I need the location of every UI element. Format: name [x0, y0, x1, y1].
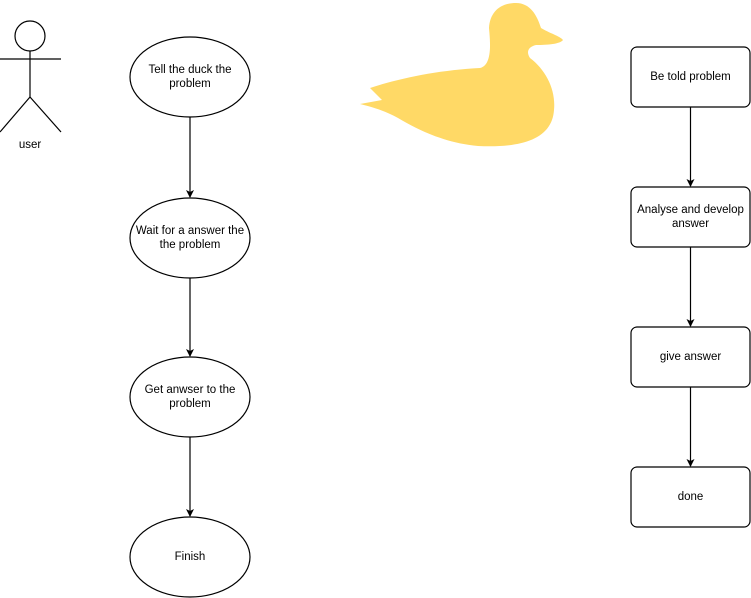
actor-left-leg	[0, 96, 31, 133]
actor-right-leg	[29, 96, 62, 133]
duck-shape	[360, 3, 563, 147]
duck-step-label-4: done	[677, 491, 704, 503]
user-step-label-3: Get anwser to the problem	[144, 384, 236, 410]
actor-user-label: user	[18, 139, 42, 151]
duck-step-box-3	[630, 326, 751, 388]
duck-step-label-1: Be told problem	[650, 71, 731, 83]
user-step-ellipse-4	[129, 516, 251, 598]
user-step-ellipse-1	[129, 36, 251, 118]
duck-step-box-4	[630, 466, 751, 528]
user-step-ellipse-3	[129, 356, 251, 438]
user-step-ellipse-2	[129, 197, 251, 279]
duck-step-label-2: Analyse and develop answer	[637, 204, 744, 230]
actor-head	[14, 20, 46, 52]
user-step-label-2: Wait for a answer the the problem	[135, 225, 245, 251]
duck-step-box-2	[630, 186, 751, 248]
actor-user-figure	[0, 20, 62, 133]
duck-step-box-1	[630, 46, 751, 108]
duck-step-label-3: give answer	[659, 351, 722, 363]
edges	[186, 107, 695, 517]
user-step-label-1: Tell the duck the problem	[148, 64, 232, 90]
user-step-label-4: Finish	[174, 551, 206, 563]
nodes	[129, 36, 751, 598]
